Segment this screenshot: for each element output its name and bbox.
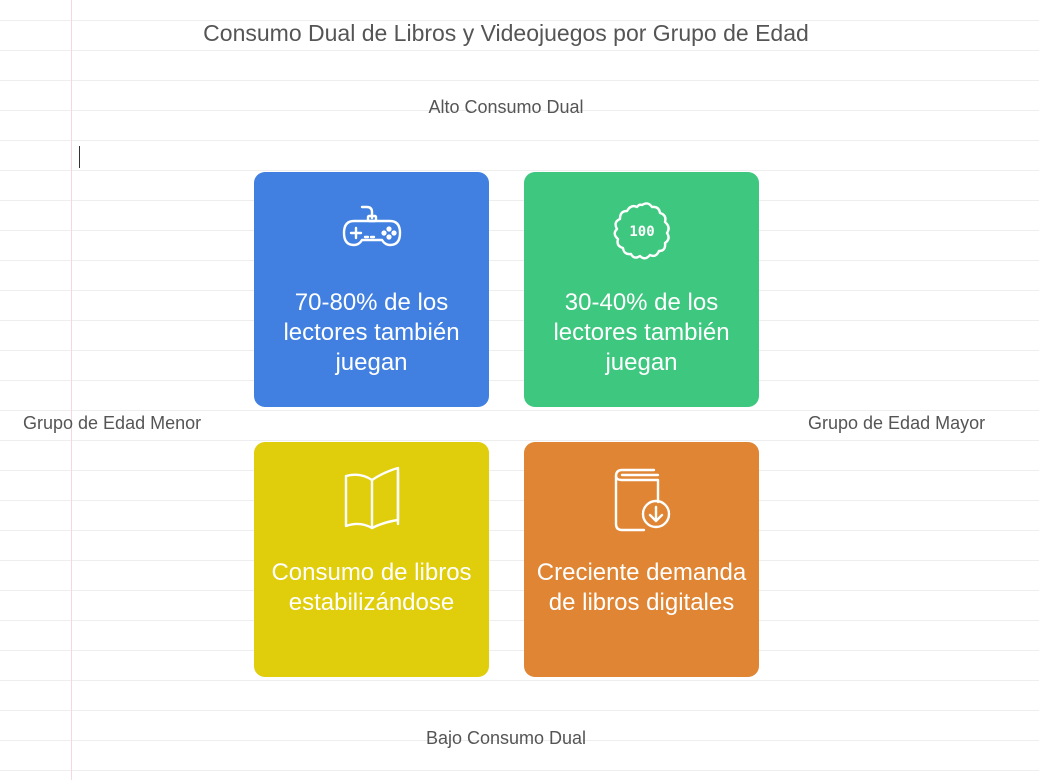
text-cursor [79,146,80,168]
quadrant-old-low: Creciente demanda de libros digitales [524,442,759,677]
axis-label-bottom: Bajo Consumo Dual [425,728,587,748]
axis-label-top: Alto Consumo Dual [428,97,584,117]
badge-100-label: 100 [629,224,654,240]
quadrant-text: 70-80% de los lectores también juegan [283,289,460,376]
axis-label-right: Grupo de Edad Mayor [808,413,986,433]
book-download-icon [524,466,759,532]
quadrant-text: 30-40% de los lectores también juegan [553,289,730,376]
quadrant-text: Consumo de libros estabilizándose [271,559,472,616]
quadrant-young-low: Consumo de libros estabilizándose [254,442,489,677]
quadrant-old-high: 100 30-40% de los lectores también juega… [524,172,759,407]
axis-label-left: Grupo de Edad Menor [23,413,202,433]
badge-100-icon: 100 [524,202,759,262]
quadrant-young-high: 70-80% de los lectores también juegan [254,172,489,407]
diagram-title: Consumo Dual de Libros y Videojuegos por… [203,20,809,46]
notebook-margin-line [71,0,72,780]
gamepad-icon [254,202,489,252]
open-book-icon [254,466,489,532]
quadrant-text: Creciente demanda de libros digitales [536,559,747,616]
